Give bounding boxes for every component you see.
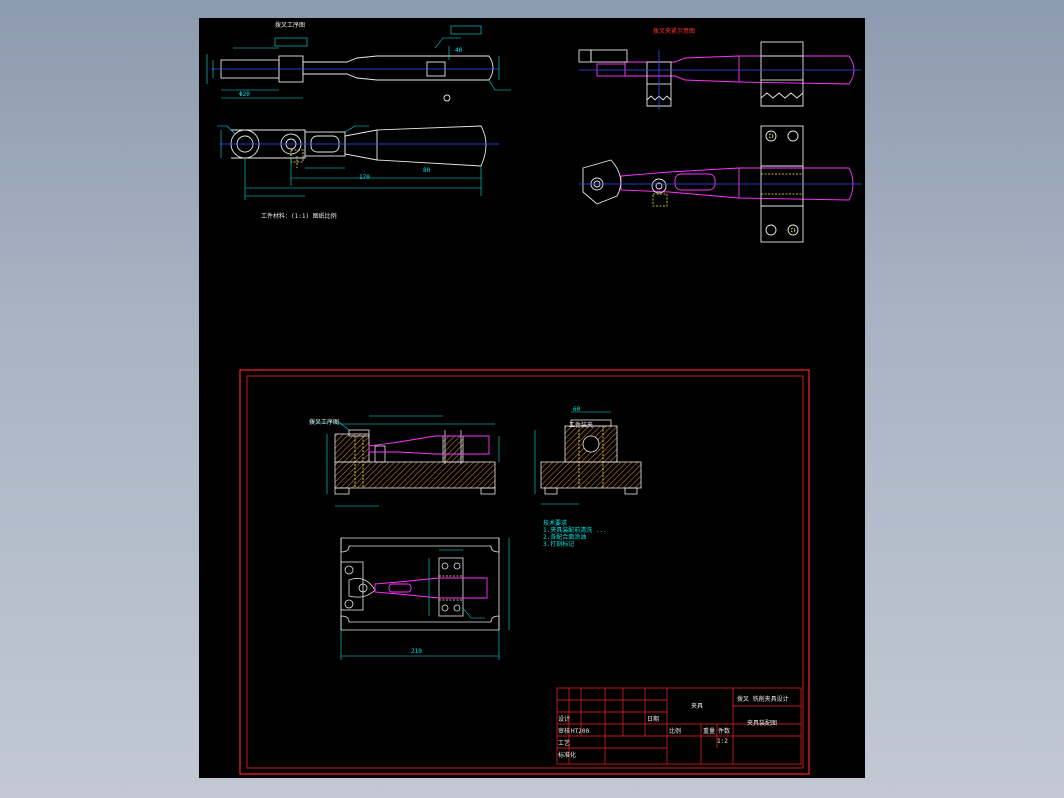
title-block-process-label: 工艺 xyxy=(558,740,571,747)
dim-overall: 170 xyxy=(359,174,370,181)
assembly-side-dims xyxy=(534,411,611,505)
part-view-plan xyxy=(230,125,487,167)
fixture-clamp-elevation xyxy=(578,41,804,107)
dim-diameter: Φ20 xyxy=(239,91,250,98)
workpiece-elev-centerline xyxy=(579,50,861,110)
part-plan-hidden xyxy=(290,149,304,168)
assembly-plan-dims xyxy=(340,538,510,660)
assembly-side-view xyxy=(540,419,642,495)
assembly-front-dims xyxy=(311,415,500,507)
assembly-plan-workpiece xyxy=(374,577,488,599)
assembly-side-width: 60 xyxy=(573,406,581,413)
part-plan-dims xyxy=(217,125,482,200)
title-block-drawing-name: 拨叉 铣削夹具设计 xyxy=(737,696,789,703)
title-block-sheet: 1:2 xyxy=(717,738,728,745)
notes-title: 技术要求 xyxy=(543,520,568,527)
title-block-scale-label: 比例 xyxy=(669,728,682,735)
title-block-standard-label: 标准化 xyxy=(558,752,577,759)
title-block-drawing-label: 夹具装配图 xyxy=(747,720,778,727)
title-block xyxy=(556,687,802,765)
fixture-plan-hidden xyxy=(652,133,803,233)
assembly-side-title: 工件装夹 xyxy=(569,422,594,429)
part-drawing-note: 工件材料：(1:1) 图纸比例 xyxy=(261,213,337,220)
part-drawing-title: 拨叉工序图 xyxy=(275,22,306,29)
fixture-clamp-plan xyxy=(582,125,804,243)
assembly-base-length: 210 xyxy=(411,648,422,655)
assembly-frame xyxy=(239,369,810,775)
part-view-elevation xyxy=(220,55,494,102)
title-block-count-label: 件数 xyxy=(718,728,731,735)
assembly-front-title: 拨叉工序图 xyxy=(309,419,340,426)
note-item: 1.夹具装配前清洗 ... xyxy=(543,527,607,534)
assembly-front-workpiece xyxy=(368,435,490,455)
title-block-material: HT200 xyxy=(571,728,590,735)
workpiece-plan xyxy=(620,167,854,201)
title-block-product: 夹具 xyxy=(691,703,704,710)
dim-offset: 40 xyxy=(455,47,463,54)
dim-mid: 80 xyxy=(423,167,431,174)
title-block-weight-label: 重量 xyxy=(703,728,716,735)
drawing-svg xyxy=(206,25,861,775)
title-block-designer-label: 设计 xyxy=(558,716,571,723)
assembly-plan-hidden xyxy=(439,575,463,601)
note-item: 2.各配合面涂油 xyxy=(543,534,587,541)
assembly-front-view xyxy=(334,429,496,495)
technical-notes: 技术要求 1.夹具装配前清洗 ... 2.各配合面涂油 3.打刻标记 xyxy=(543,520,607,548)
note-item: 3.打刻标记 xyxy=(543,541,575,548)
drawing-canvas[interactable]: 拨叉工序图 工件材料：(1:1) 图纸比例 170 80 Φ20 40 拨叉夹紧… xyxy=(199,18,865,778)
assembly-front-hidden xyxy=(354,436,364,488)
title-block-date-label: 日期 xyxy=(647,716,660,723)
part-elevation-dims xyxy=(206,25,511,99)
title-block-checker-label: 审核 xyxy=(558,728,571,735)
assembly-plan-view xyxy=(340,537,500,631)
workpiece-views-title: 拨叉夹紧示意图 xyxy=(653,28,696,35)
